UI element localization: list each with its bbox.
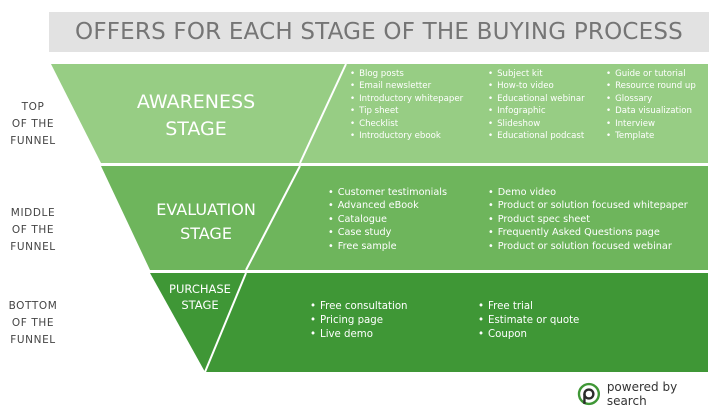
side-label-line: OF THE (11, 118, 55, 130)
offer-item: Pricing page (310, 314, 408, 328)
page-title: OFFERS FOR EACH STAGE OF THE BUYING PROC… (49, 12, 709, 52)
stage-name-line: STAGE (180, 224, 232, 243)
brand-badge: powered by search (577, 380, 720, 408)
side-label-middle: MIDDLE OF THE FUNNEL (0, 205, 66, 256)
offer-item: Introductory ebook (350, 130, 463, 142)
awareness-offers-column-3: Guide or tutorial Resource round up Glos… (606, 68, 696, 142)
side-label-line: BOTTOM (8, 300, 58, 312)
stage-name-line: STAGE (165, 118, 227, 140)
offer-item: Email newsletter (350, 80, 463, 92)
offer-item: Customer testimonials (328, 186, 447, 199)
offer-item: Educational webinar (488, 93, 585, 105)
evaluation-stage-name: EVALUATION STAGE (136, 198, 276, 246)
side-label-line: OF THE (11, 317, 55, 329)
awareness-divider (299, 63, 347, 164)
offer-item: Infographic (488, 105, 585, 117)
awareness-offers-column-2: Subject kit How-to video Educational web… (488, 68, 585, 142)
stage-name-line: EVALUATION (156, 200, 256, 219)
brand-text: powered by search (606, 380, 678, 408)
offer-item: Live demo (310, 328, 408, 342)
offer-item: Frequently Asked Questions page (488, 226, 688, 239)
offer-item: Free sample (328, 240, 447, 253)
offer-item: Coupon (478, 328, 579, 342)
offer-item: Resource round up (606, 80, 696, 92)
awareness-offers-column-1: Blog posts Email newsletter Introductory… (350, 68, 463, 142)
offer-item: Product or solution focused webinar (488, 240, 688, 253)
offer-item: Template (606, 130, 696, 142)
offer-item: Guide or tutorial (606, 68, 696, 80)
side-label-line: MIDDLE (10, 207, 56, 219)
side-label-line: FUNNEL (10, 334, 56, 346)
offer-item: Product or solution focused whitepaper (488, 199, 688, 212)
offer-item: Tip sheet (350, 105, 463, 117)
offer-item: Interview (606, 118, 696, 130)
purchase-divider (204, 272, 247, 373)
purchase-band (150, 273, 708, 372)
offer-item: Slideshow (488, 118, 585, 130)
side-label-line: FUNNEL (10, 135, 56, 147)
evaluation-divider (245, 165, 301, 271)
side-label-line: TOP (21, 101, 45, 113)
offer-item: Educational podcast (488, 130, 585, 142)
awareness-stage-name: AWARENESS STAGE (114, 89, 278, 143)
offer-item: Free consultation (310, 300, 408, 314)
offer-item: Introductory whitepaper (350, 93, 463, 105)
side-label-top: TOP OF THE FUNNEL (0, 99, 66, 150)
offer-item: Catalogue (328, 213, 447, 226)
offer-item: Subject kit (488, 68, 585, 80)
offer-item: Glossary (606, 93, 696, 105)
stage-name-line: PURCHASE (169, 282, 231, 296)
powered-by-search-logo-icon (577, 382, 601, 406)
offer-item: Blog posts (350, 68, 463, 80)
stage-name-line: STAGE (181, 298, 219, 312)
offer-item: Product spec sheet (488, 213, 688, 226)
offer-item: Free trial (478, 300, 579, 314)
offer-item: Advanced eBook (328, 199, 447, 212)
purchase-stage-name: PURCHASE STAGE (154, 281, 246, 313)
offer-item: Data visualization (606, 105, 696, 117)
offer-item: Estimate or quote (478, 314, 579, 328)
evaluation-offers-column-1: Customer testimonials Advanced eBook Cat… (328, 186, 447, 253)
purchase-offers-column-2: Free trial Estimate or quote Coupon (478, 300, 579, 342)
side-label-bottom: BOTTOM OF THE FUNNEL (0, 298, 66, 349)
offer-item: How-to video (488, 80, 585, 92)
purchase-offers-column-1: Free consultation Pricing page Live demo (310, 300, 408, 342)
offer-item: Checklist (350, 118, 463, 130)
side-label-line: FUNNEL (10, 241, 56, 253)
side-label-line: OF THE (11, 224, 55, 236)
offer-item: Demo video (488, 186, 688, 199)
offer-item: Case study (328, 226, 447, 239)
stage-name-line: AWARENESS (136, 91, 256, 113)
evaluation-offers-column-2: Demo video Product or solution focused w… (488, 186, 688, 253)
